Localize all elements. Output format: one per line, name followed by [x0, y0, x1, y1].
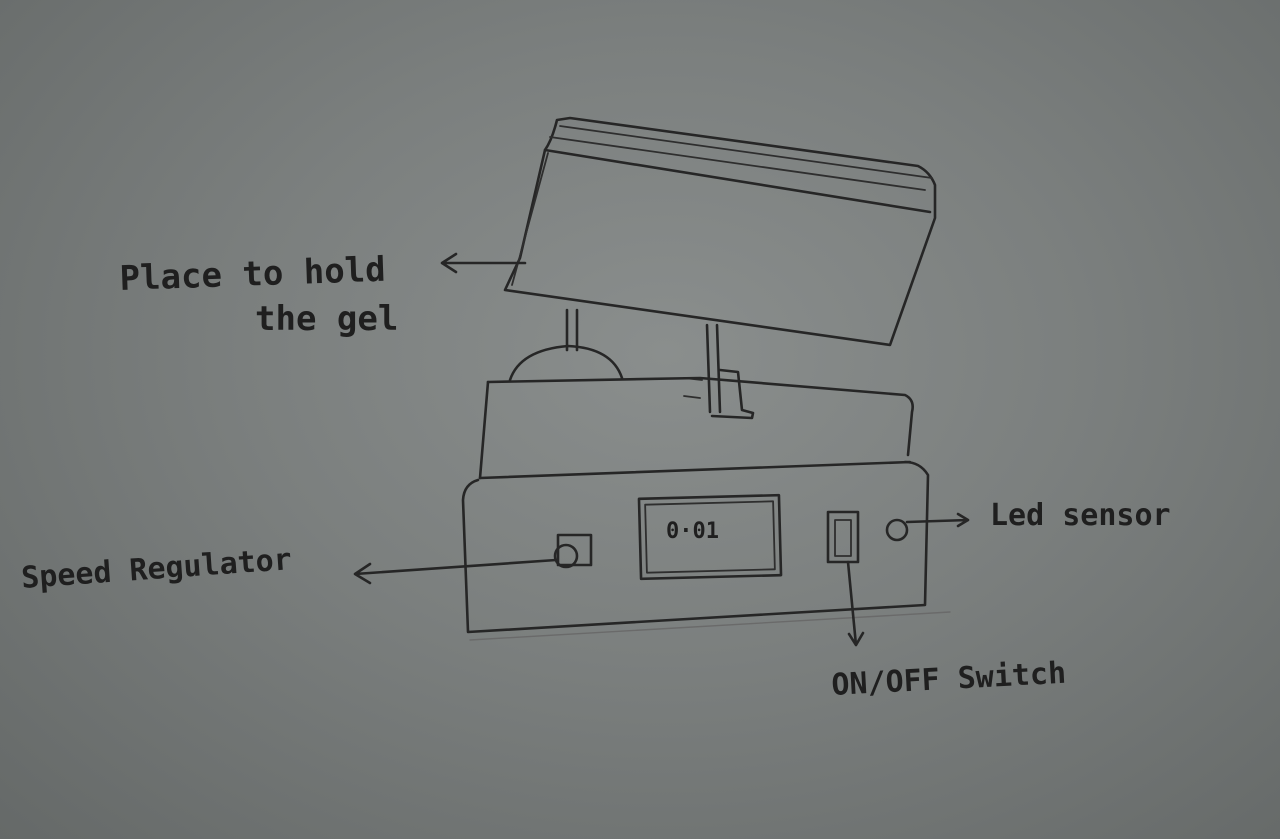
- arrow-power-switch: [846, 560, 865, 647]
- led-sensor: [885, 518, 909, 542]
- upper-base: [478, 376, 914, 480]
- display-reading: 0·01: [666, 519, 719, 544]
- label-speed-regulator: Speed Regulator: [20, 542, 293, 596]
- arrow-gel-holder: [440, 252, 527, 274]
- label-gel-holder-line1: Place to hold: [119, 250, 386, 299]
- tray-support: [565, 308, 755, 420]
- control-base: [461, 460, 951, 641]
- gel-tray: [503, 116, 937, 347]
- label-arrows: [353, 252, 970, 647]
- power-switch[interactable]: [826, 510, 860, 564]
- display-panel: 0·01: [637, 493, 783, 581]
- arrow-speed-regulator: [353, 558, 558, 585]
- label-gel-holder-line2: the gel: [255, 299, 398, 339]
- motor-dome: [508, 344, 624, 382]
- speed-regulator-knob[interactable]: [553, 533, 593, 569]
- label-led-sensor: Led sensor: [990, 498, 1171, 533]
- arrow-led-sensor: [905, 512, 970, 528]
- label-power-switch: ON/OFF Switch: [831, 656, 1067, 703]
